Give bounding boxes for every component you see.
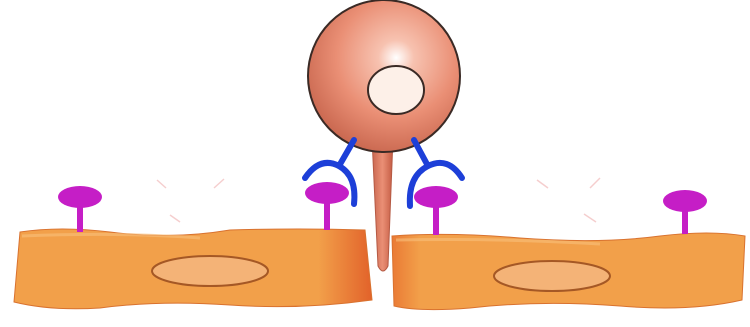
selectin-receptor-icon [414, 186, 458, 235]
selectin-receptor-icon [663, 190, 707, 234]
endothelial-nucleus-icon [494, 261, 610, 291]
leukocyte [308, 0, 460, 152]
selectin-receptor-icon [58, 186, 102, 232]
pseudopod-icon [372, 138, 393, 271]
leukocyte-nucleus-icon [368, 66, 424, 114]
selectin-receptor-icon [305, 182, 349, 230]
endothelial-cell-left [14, 229, 372, 309]
endothelial-nucleus-icon [152, 256, 268, 286]
endothelial-cell-right [392, 233, 745, 310]
